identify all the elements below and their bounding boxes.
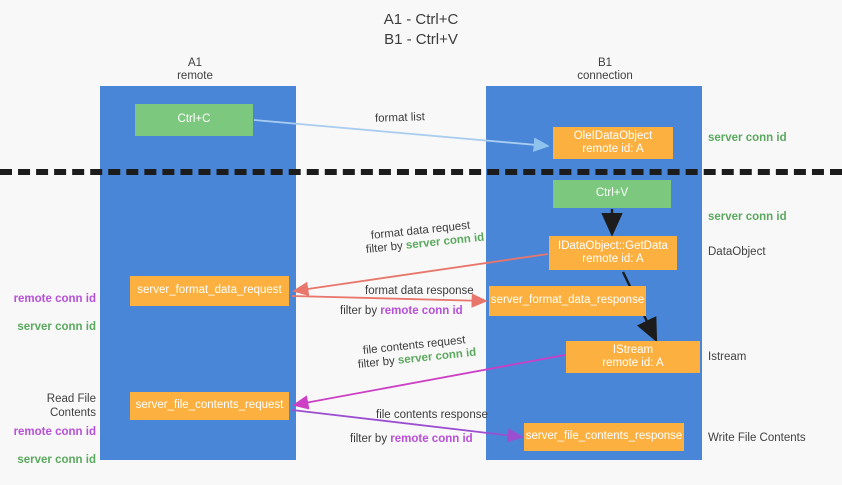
label-write-file-contents: Write File Contents [708, 432, 806, 444]
label-read-file-contents: Read File Contents [46, 393, 96, 419]
edge-label-filter-remote-conn-id-1: filter by remote conn id [340, 304, 463, 319]
edge-label-file-contents-response: file contents response [376, 409, 488, 421]
node-ctrl-c[interactable]: Ctrl+C [135, 104, 253, 136]
label-remote-conn-id-1: remote conn id [13, 293, 96, 305]
edge-label-format-data-response: format data response [365, 285, 474, 297]
node-server-format-data-response[interactable]: server_format_data_response [489, 286, 646, 316]
node-ctrl-v[interactable]: Ctrl+V [553, 180, 671, 208]
filter-by-text-4: filter by [350, 433, 391, 445]
column-header-b1: B1 connection [577, 57, 633, 82]
remote-conn-id-text-1: remote conn id [380, 305, 463, 317]
node-ole-idataobject[interactable]: OleIDataObject remote id: A [553, 127, 673, 159]
filter-by-text-2: filter by [340, 305, 381, 317]
node-idataobject-getdata[interactable]: IDataObject::GetData remote id: A [549, 236, 677, 270]
node-server-file-contents-request[interactable]: server_file_contents_request [130, 392, 289, 420]
edge-label-filter-remote-conn-id-2: filter by remote conn id [350, 432, 473, 447]
label-server-conn-id-top: server conn id [708, 132, 787, 144]
node-istream[interactable]: IStream remote id: A [566, 341, 700, 373]
label-istream: Istream [708, 351, 747, 363]
label-left-conn-ids-2: remote conn id server conn id [8, 411, 96, 481]
node-server-format-data-request[interactable]: server_format_data_request [130, 276, 289, 306]
node-server-file-contents-response[interactable]: server_file_contents_response [524, 423, 684, 451]
filter-by-text-3: filter by [357, 354, 399, 371]
label-server-conn-id-mid: server conn id [708, 211, 787, 223]
section-divider [0, 169, 842, 175]
remote-conn-id-text-2: remote conn id [390, 433, 473, 445]
filter-by-text-1: filter by [365, 239, 407, 256]
column-header-a1: A1 remote [177, 57, 213, 82]
label-server-conn-id-2: server conn id [17, 454, 96, 466]
page-title: A1 - Ctrl+C B1 - Ctrl+V [383, 11, 459, 48]
label-server-conn-id-1: server conn id [17, 321, 96, 333]
label-dataobject: DataObject [708, 246, 766, 258]
edge-label-format-list: format list [374, 111, 426, 125]
label-left-conn-ids-1: remote conn id server conn id [8, 278, 96, 348]
label-remote-conn-id-2: remote conn id [13, 426, 96, 438]
